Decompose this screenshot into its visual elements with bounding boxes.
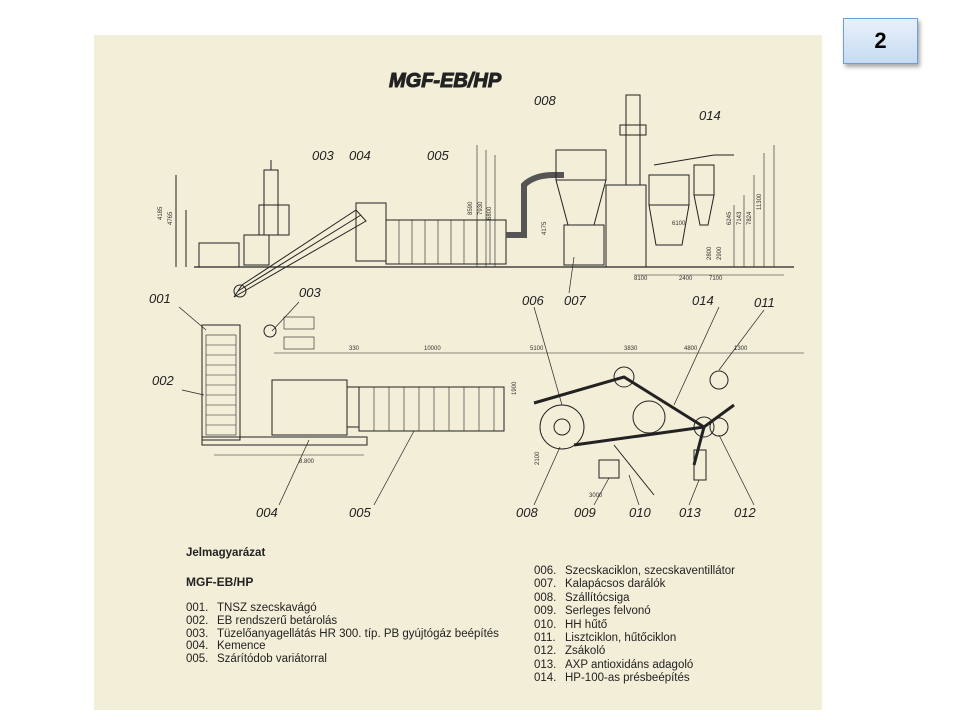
scanned-technical-drawing: MGF-EB/HP bbox=[94, 35, 822, 710]
label-003-plan: 003 bbox=[299, 285, 321, 300]
dim-side-right-5: 2800 bbox=[707, 246, 713, 260]
label-002-plan: 002 bbox=[152, 373, 174, 388]
label-008-side: 008 bbox=[534, 93, 556, 108]
legend-item: 006. Szecskaciklon, szecskaventillátor bbox=[534, 565, 814, 578]
drawing-svg: MGF-EB/HP bbox=[149, 70, 804, 520]
legend-item-text: Tüzelőanyagellátás HR 300. típ. PB gyújt… bbox=[217, 627, 499, 640]
legend-item: 008. Szállítócsiga bbox=[534, 592, 814, 605]
legend-item-text: Serleges felvonó bbox=[565, 605, 651, 618]
label-010-plan: 010 bbox=[629, 505, 651, 520]
dim-side-left-1: 4185 bbox=[158, 206, 164, 220]
label-008-plan: 008 bbox=[516, 505, 538, 520]
legend-item-text: Zsákoló bbox=[565, 645, 606, 658]
label-007-side: 007 bbox=[564, 293, 586, 308]
legend-item-text: Kalapácsos darálók bbox=[565, 578, 666, 591]
dim-side-right-6: 2900 bbox=[717, 246, 723, 260]
legend-item-text: EB rendszerű betárolás bbox=[217, 614, 338, 627]
legend-item-code: 003. bbox=[186, 627, 209, 640]
legend-item: 010. HH hűtő bbox=[534, 619, 814, 632]
dim-plan-j: 1900 bbox=[512, 381, 518, 395]
legend-item: 005. Szárítódob variátorral bbox=[186, 653, 516, 666]
legend-item: 014. HP-100-as présbeépítés bbox=[534, 672, 814, 685]
dim-plan-a: 330 bbox=[349, 346, 360, 352]
dim-side-g: 2400 bbox=[679, 276, 693, 282]
legend-item-text: AXP antioxidáns adagoló bbox=[565, 658, 694, 671]
legend-item: 009. Serleges felvonó bbox=[534, 605, 814, 618]
legend-item: 007. Kalapácsos darálók bbox=[534, 578, 814, 591]
label-004-plan: 004 bbox=[256, 505, 278, 520]
legend-item-code: 007. bbox=[534, 578, 557, 591]
legend-right-column: 006. Szecskaciklon, szecskaventillátor 0… bbox=[534, 565, 814, 686]
legend-item-code: 001. bbox=[186, 602, 209, 614]
legend-item-text: Kemence bbox=[217, 640, 266, 653]
legend-item-code: 010. bbox=[534, 618, 557, 631]
drawing-title: MGF-EB/HP bbox=[389, 70, 502, 92]
dim-side-e: 6100 bbox=[672, 221, 686, 227]
label-013-plan: 013 bbox=[679, 505, 701, 520]
legend-item-code: 012. bbox=[534, 645, 557, 658]
legend-left-column: 001. TNSZ szecskavágó 002. EB rendszerű … bbox=[186, 602, 516, 666]
legend-item-text: Szecskaciklon, szecskaventillátor bbox=[565, 565, 736, 577]
dim-side-left-2: 4765 bbox=[168, 211, 174, 225]
dim-plan-g: 8.800 bbox=[299, 459, 315, 465]
legend-item-text: Szárítódob variátorral bbox=[217, 653, 327, 666]
legend-item-code: 004. bbox=[186, 640, 209, 653]
legend-item: 013. AXP antioxidáns adagoló bbox=[534, 659, 814, 672]
legend-item-text: Lisztciklon, hűtőciklon bbox=[565, 632, 677, 645]
legend-item-text: Szállítócsiga bbox=[565, 591, 630, 604]
label-011-plan: 011 bbox=[754, 295, 775, 310]
side-view-labels: 003 004 005 008 014 bbox=[312, 93, 721, 163]
dim-plan-d: 3830 bbox=[624, 346, 638, 352]
legend-item-text: TNSZ szecskavágó bbox=[217, 602, 317, 614]
legend-item: 003. Tüzelőanyagellátás HR 300. típ. PB … bbox=[186, 628, 516, 641]
label-014-side: 014 bbox=[699, 108, 721, 123]
dim-plan-e: 4800 bbox=[684, 346, 698, 352]
legend-item-code: 011. bbox=[534, 632, 556, 645]
legend-subheading: MGF-EB/HP bbox=[186, 575, 254, 589]
legend-item-code: 008. bbox=[534, 591, 557, 604]
plan-view-labels: 001 003 006 014 011 002 007 004 005 008 … bbox=[149, 285, 775, 520]
label-004-side: 004 bbox=[349, 148, 371, 163]
legend-item: 004. Kemence bbox=[186, 640, 516, 653]
legend-item-code: 005. bbox=[186, 653, 209, 666]
label-001-plan: 001 bbox=[149, 291, 171, 306]
legend-item-code: 013. bbox=[534, 658, 557, 671]
label-005-plan: 005 bbox=[349, 505, 371, 520]
dim-side-right-3: 7824 bbox=[747, 211, 753, 225]
legend-item-text: HH hűtő bbox=[565, 618, 608, 631]
legend-item: 001. TNSZ szecskavágó bbox=[186, 602, 516, 615]
dim-side-right-1: 6245 bbox=[727, 211, 733, 225]
legend-item-code: 006. bbox=[534, 565, 557, 577]
dim-plan-i: 3000 bbox=[589, 493, 603, 499]
legend-item-code: 002. bbox=[186, 614, 209, 627]
label-005-side: 005 bbox=[427, 148, 449, 163]
legend-heading: Jelmagyarázat bbox=[186, 547, 266, 559]
label-014-plan: 014 bbox=[692, 293, 714, 308]
legend-item: 011. Lisztciklon, hűtőciklon bbox=[534, 632, 814, 645]
page-number-badge: 2 bbox=[843, 18, 918, 64]
legend-item-text: HP-100-as présbeépítés bbox=[565, 672, 690, 685]
dim-plan-c: 5100 bbox=[530, 346, 544, 352]
label-003-side: 003 bbox=[312, 148, 334, 163]
label-009-plan: 009 bbox=[574, 505, 596, 520]
dim-side-h: 7100 bbox=[709, 276, 723, 282]
label-006-plan: 006 bbox=[522, 293, 544, 308]
dim-side-c: 6800 bbox=[487, 206, 493, 220]
legend-item: 012. Zsákoló bbox=[534, 645, 814, 658]
legend-item-code: 014. bbox=[534, 672, 557, 685]
dimension-texts: 4185 4765 8590 7930 6800 4175 6100 8100 … bbox=[158, 193, 763, 499]
dim-plan-f: 1300 bbox=[734, 346, 748, 352]
dim-side-right-2: 7143 bbox=[737, 211, 743, 225]
dim-side-a: 8590 bbox=[468, 201, 474, 215]
label-012-plan: 012 bbox=[734, 505, 756, 520]
dim-plan-b: 10000 bbox=[424, 346, 441, 352]
legend-item-code: 009. bbox=[534, 605, 557, 618]
dim-side-d: 4175 bbox=[542, 221, 548, 235]
dim-side-f: 8100 bbox=[634, 276, 648, 282]
legend-item: 002. EB rendszerű betárolás bbox=[186, 615, 516, 628]
dim-side-b: 7930 bbox=[478, 201, 484, 215]
dim-plan-h: 2100 bbox=[535, 451, 541, 465]
dim-side-right-4: 11300 bbox=[757, 193, 763, 210]
